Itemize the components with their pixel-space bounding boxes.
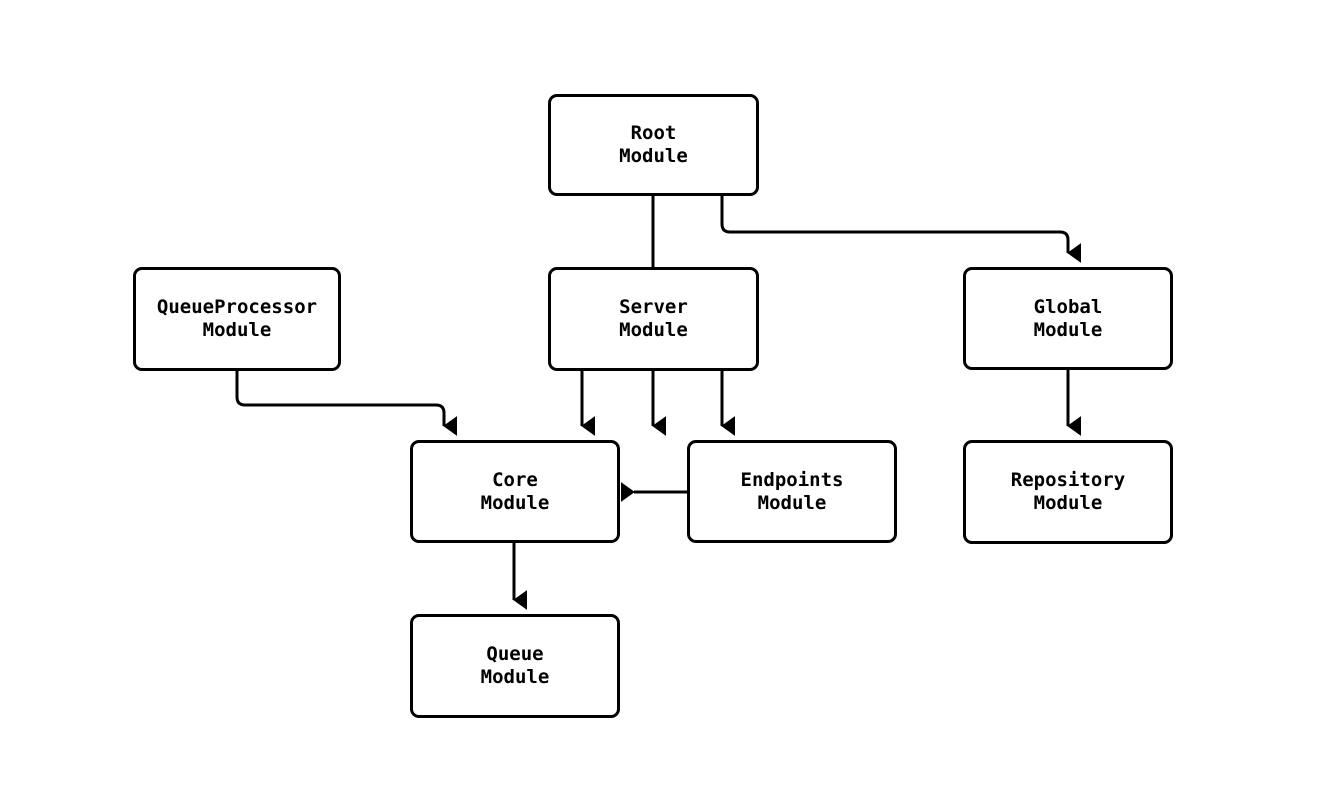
node-endpoints-suffix: Module [757,491,827,514]
node-root-suffix: Module [619,145,688,167]
node-root-name: Root [630,122,677,144]
node-core-suffix: Module [480,491,550,514]
node-endpoints-name: Endpoints [740,468,844,491]
node-repository-suffix: Module [1033,492,1103,514]
node-global-name: Global [1033,295,1103,318]
node-queue-suffix: Module [480,666,550,688]
node-queueprocessor-name: QueueProcessor [156,296,318,318]
edge-root-global [720,196,1082,263]
node-server-name: Server [619,296,688,318]
node-queue-name: Queue [486,643,544,665]
node-server-suffix: Module [619,319,688,341]
node-global-suffix: Module [1033,318,1103,341]
edge-queueprocessor-core [235,371,458,436]
node-queueprocessor-suffix: Module [202,319,272,341]
node-repository-name: Repository [1010,469,1126,491]
node-core-name: Core [492,468,538,491]
